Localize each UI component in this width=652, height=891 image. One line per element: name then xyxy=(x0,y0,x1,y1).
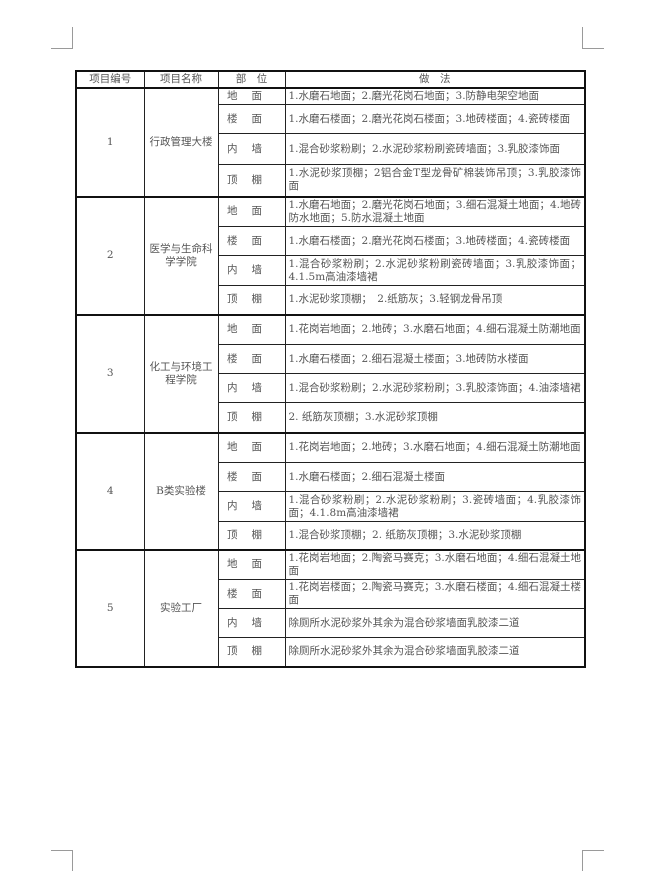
header-method: 做 法 xyxy=(284,70,586,89)
crop-mark-top-left-v xyxy=(72,27,73,48)
method-cell: 2. 纸筋灰顶棚；3.水泥砂浆顶棚 xyxy=(284,402,586,433)
part-cell: 地面 xyxy=(217,195,286,227)
crop-mark-bottom-right-v xyxy=(582,850,583,871)
part-cell: 地面 xyxy=(217,87,286,105)
method-cell: 1.水磨石地面；2.磨光花岗石地面；3.防静电架空地面 xyxy=(284,87,586,105)
part-cell: 顶棚 xyxy=(217,164,286,197)
table-row: 顶棚除厕所水泥砂浆外其余为混合砂浆墙面乳胶漆二道 xyxy=(76,637,586,667)
project-number-cell: 4 xyxy=(75,431,145,550)
header-project-name: 项目名称 xyxy=(143,70,219,89)
header-project-number: 项目编号 xyxy=(75,70,145,89)
table-row: 内墙除厕所水泥砂浆外其余为混合砂浆墙面乳胶漆二道 xyxy=(76,608,586,638)
crop-mark-bottom-left-h xyxy=(51,850,73,851)
method-cell: 1.水磨石楼面；2.磨光花岗石楼面；3.地砖楼面；4.瓷砖楼面 xyxy=(284,226,586,256)
project-name-cell: 化工与环境工程学院 xyxy=(143,313,219,433)
method-cell: 1.水磨石楼面；2.细石混凝土楼面；3.地砖防水楼面 xyxy=(284,344,586,374)
project-number-cell: 3 xyxy=(75,313,145,433)
method-cell: 1.混合砂浆粉刷；2.水泥砂浆粉刷；3.乳胶漆饰面；4.油漆墙裙 xyxy=(284,373,586,403)
project-name-cell: B类实验楼 xyxy=(143,431,219,550)
method-cell: 1.花岗岩楼面；2.陶瓷马赛克；3.水磨石楼面；4.细石混凝土楼面 xyxy=(284,579,586,609)
crop-mark-bottom-right-h xyxy=(582,850,604,851)
method-cell: 1.水磨石地面；2.磨光花岗石地面；3.细石混凝土地面；4.地砖防水地面；5.防… xyxy=(284,195,586,227)
project-number-cell: 5 xyxy=(75,548,145,667)
table-header-row: 项目编号 项目名称 部 位 做 法 xyxy=(75,70,586,89)
part-cell: 内墙 xyxy=(217,608,286,638)
method-cell: 1.水泥砂浆顶棚； 2.纸筋灰；3.轻钢龙骨吊顶 xyxy=(284,285,586,315)
part-cell: 顶棚 xyxy=(217,285,286,315)
part-cell: 楼面 xyxy=(217,344,286,374)
crop-mark-bottom-left-v xyxy=(72,850,73,871)
part-cell: 内墙 xyxy=(217,491,286,522)
method-cell: 1.水磨石楼面；2.细石混凝土楼面 xyxy=(284,462,586,492)
crop-mark-top-left-h xyxy=(51,48,73,49)
method-cell: 除厕所水泥砂浆外其余为混合砂浆墙面乳胶漆二道 xyxy=(284,608,586,638)
crop-mark-top-right-v xyxy=(582,27,583,48)
method-cell: 除厕所水泥砂浆外其余为混合砂浆墙面乳胶漆二道 xyxy=(284,637,586,667)
header-part: 部 位 xyxy=(217,70,286,89)
part-cell: 内墙 xyxy=(217,133,286,165)
method-cell: 1.水泥砂浆顶棚；2铝合金T型龙骨矿棉装饰吊顶；3.乳胶漆饰面 xyxy=(284,164,586,197)
project-number-cell: 2 xyxy=(75,195,145,315)
project-name-cell: 医学与生命科学学院 xyxy=(143,195,219,315)
part-cell: 地面 xyxy=(217,431,286,463)
method-cell: 1.花岗岩地面；2.地砖；3.水磨石地面；4.细石混凝土防潮地面 xyxy=(284,431,586,463)
method-cell: 1.混合砂浆粉刷；2.水泥砂浆粉刷瓷砖墙面；3.乳胶漆饰面；4.1.5m高油漆墙… xyxy=(284,255,586,286)
part-cell: 顶棚 xyxy=(217,637,286,667)
part-cell: 楼面 xyxy=(217,462,286,492)
crop-mark-top-right-h xyxy=(582,48,604,49)
part-cell: 顶棚 xyxy=(217,521,286,550)
part-cell: 楼面 xyxy=(217,579,286,609)
method-cell: 1.花岗岩地面；2.地砖；3.水磨石地面；4.细石混凝土防潮地面 xyxy=(284,313,586,345)
method-cell: 1.混合砂浆粉刷；2.水泥砂浆粉刷瓷砖墙面；3.乳胶漆饰面 xyxy=(284,133,586,165)
part-cell: 楼面 xyxy=(217,104,286,134)
part-cell: 地面 xyxy=(217,548,286,580)
part-cell: 顶棚 xyxy=(217,402,286,433)
project-name-cell: 行政管理大楼 xyxy=(143,87,219,197)
part-cell: 内墙 xyxy=(217,255,286,286)
method-cell: 1.花岗岩地面；2.陶瓷马赛克；3.水磨石地面；4.细石混凝土地面 xyxy=(284,548,586,580)
method-cell: 1.混合砂浆顶棚；2. 纸筋灰顶棚；3.水泥砂浆顶棚 xyxy=(284,521,586,550)
method-cell: 1.混合砂浆粉刷；2.水泥砂浆粉刷；3.瓷砖墙面；4.乳胶漆饰面；4.1.8m高… xyxy=(284,491,586,522)
project-name-cell: 实验工厂 xyxy=(143,548,219,667)
method-cell: 1.水磨石楼面；2.磨光花岗石楼面；3.地砖楼面；4.瓷砖楼面 xyxy=(284,104,586,134)
part-cell: 地面 xyxy=(217,313,286,345)
part-cell: 内墙 xyxy=(217,373,286,403)
part-cell: 楼面 xyxy=(217,226,286,256)
project-number-cell: 1 xyxy=(75,87,145,197)
